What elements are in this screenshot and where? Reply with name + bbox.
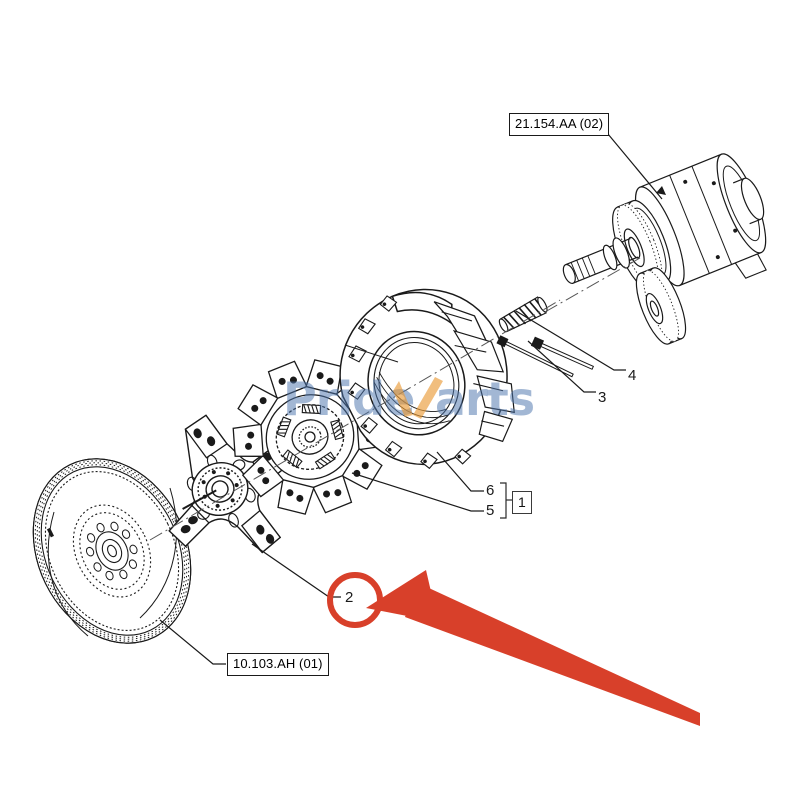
callout-6[interactable]: 6 — [486, 482, 495, 499]
reference-label-top[interactable]: 21.154.AA (02) — [509, 113, 610, 136]
callout-5[interactable]: 5 — [486, 502, 495, 519]
reference-label-bottom[interactable]: 10.103.AH (01) — [227, 653, 329, 676]
part-transmission-gear-assembly — [562, 153, 767, 345]
group-number-1[interactable]: 1 — [512, 491, 532, 514]
explosion-axis — [149, 257, 641, 541]
part-bolt-long — [496, 335, 574, 378]
part-flywheel — [32, 458, 192, 644]
part-release-spring — [498, 296, 548, 333]
group-bracket — [500, 482, 512, 519]
highlight-arrow — [366, 570, 700, 726]
callout-4[interactable]: 4 — [628, 367, 637, 384]
callout-3[interactable]: 3 — [598, 389, 607, 406]
callout-2-highlighted[interactable]: 2 — [345, 589, 354, 606]
part-drive-plate-spider — [168, 414, 296, 554]
part-clutch-disc — [232, 359, 388, 515]
highlight-circle — [327, 572, 383, 628]
